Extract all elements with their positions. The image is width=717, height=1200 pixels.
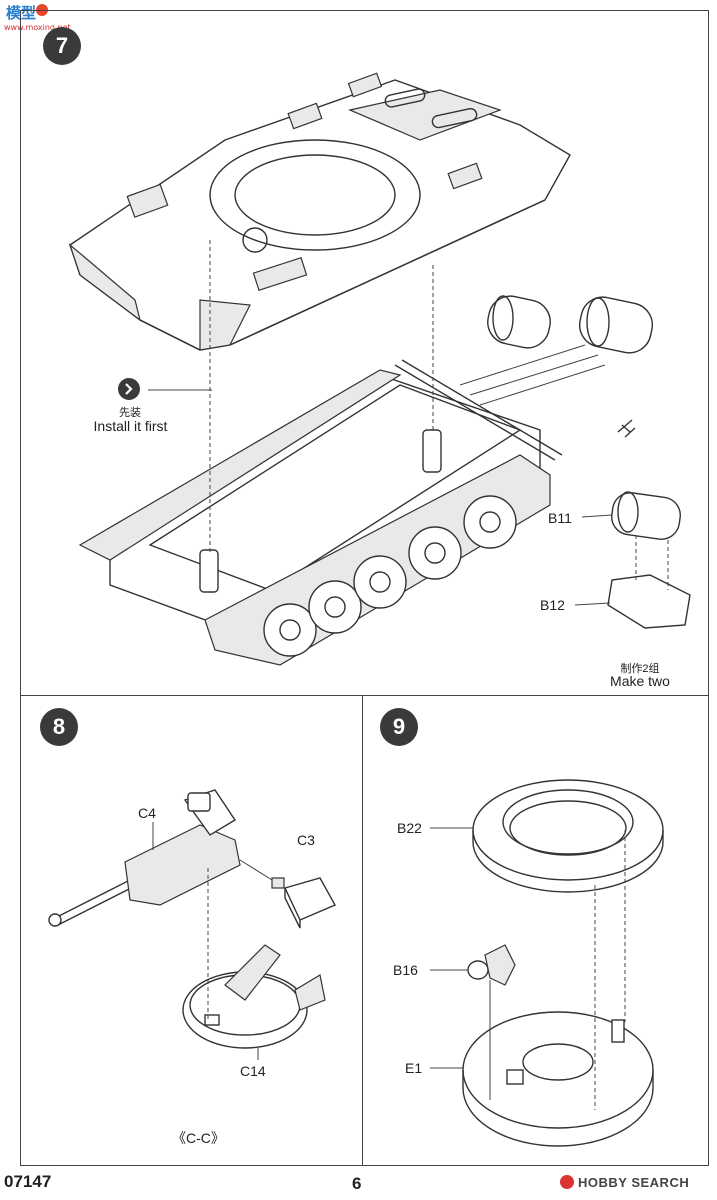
brand-watermark: HOBBY SEARCH xyxy=(560,1172,689,1192)
install-first-label-en: Install it first xyxy=(93,418,168,434)
divider-vertical xyxy=(362,695,363,1165)
watermark-url: www.moxing.net xyxy=(4,23,71,32)
watermark-title: 模型 xyxy=(6,4,36,22)
part-label-e1: E1 xyxy=(405,1060,423,1076)
frame-right xyxy=(708,10,709,1165)
part-label-c4: C4 xyxy=(138,805,156,821)
hull-upper-drawing xyxy=(68,72,571,351)
step-7-number: 7 xyxy=(55,33,69,58)
step-7-badge: 7 xyxy=(43,27,81,65)
section-label-cc: 《C-C》 xyxy=(172,1130,225,1146)
brand-text: HOBBY SEARCH xyxy=(578,1174,690,1190)
part-label-b11: B11 xyxy=(548,510,572,526)
product-code: 07147 xyxy=(4,1172,52,1191)
part-label-b16: B16 xyxy=(393,962,418,978)
step-9-number: 9 xyxy=(392,714,406,739)
make-two-label-en: Make two xyxy=(610,673,670,689)
part-label-c14: C14 xyxy=(240,1063,266,1079)
part-label-b22: B22 xyxy=(397,820,422,836)
make-two-label-cn: 制作2组 xyxy=(620,663,660,675)
hull-lower-drawing xyxy=(78,240,654,666)
part-label-c3: C3 xyxy=(297,832,315,848)
divider-horizontal xyxy=(20,695,709,696)
frame-left xyxy=(20,10,21,1165)
install-first-icon xyxy=(118,378,140,400)
subassembly-drum-drawing xyxy=(574,419,691,629)
brand-logo-icon xyxy=(560,1175,574,1189)
part-label-b12: B12 xyxy=(540,597,565,613)
install-first-label-cn: 先装 xyxy=(119,407,141,419)
step-9-badge: 9 xyxy=(380,708,418,746)
frame-top xyxy=(20,10,709,11)
step-8-number: 8 xyxy=(52,714,66,739)
page-number: 6 xyxy=(352,1174,362,1193)
frame-bottom xyxy=(20,1165,709,1166)
step-8-badge: 8 xyxy=(40,708,78,746)
